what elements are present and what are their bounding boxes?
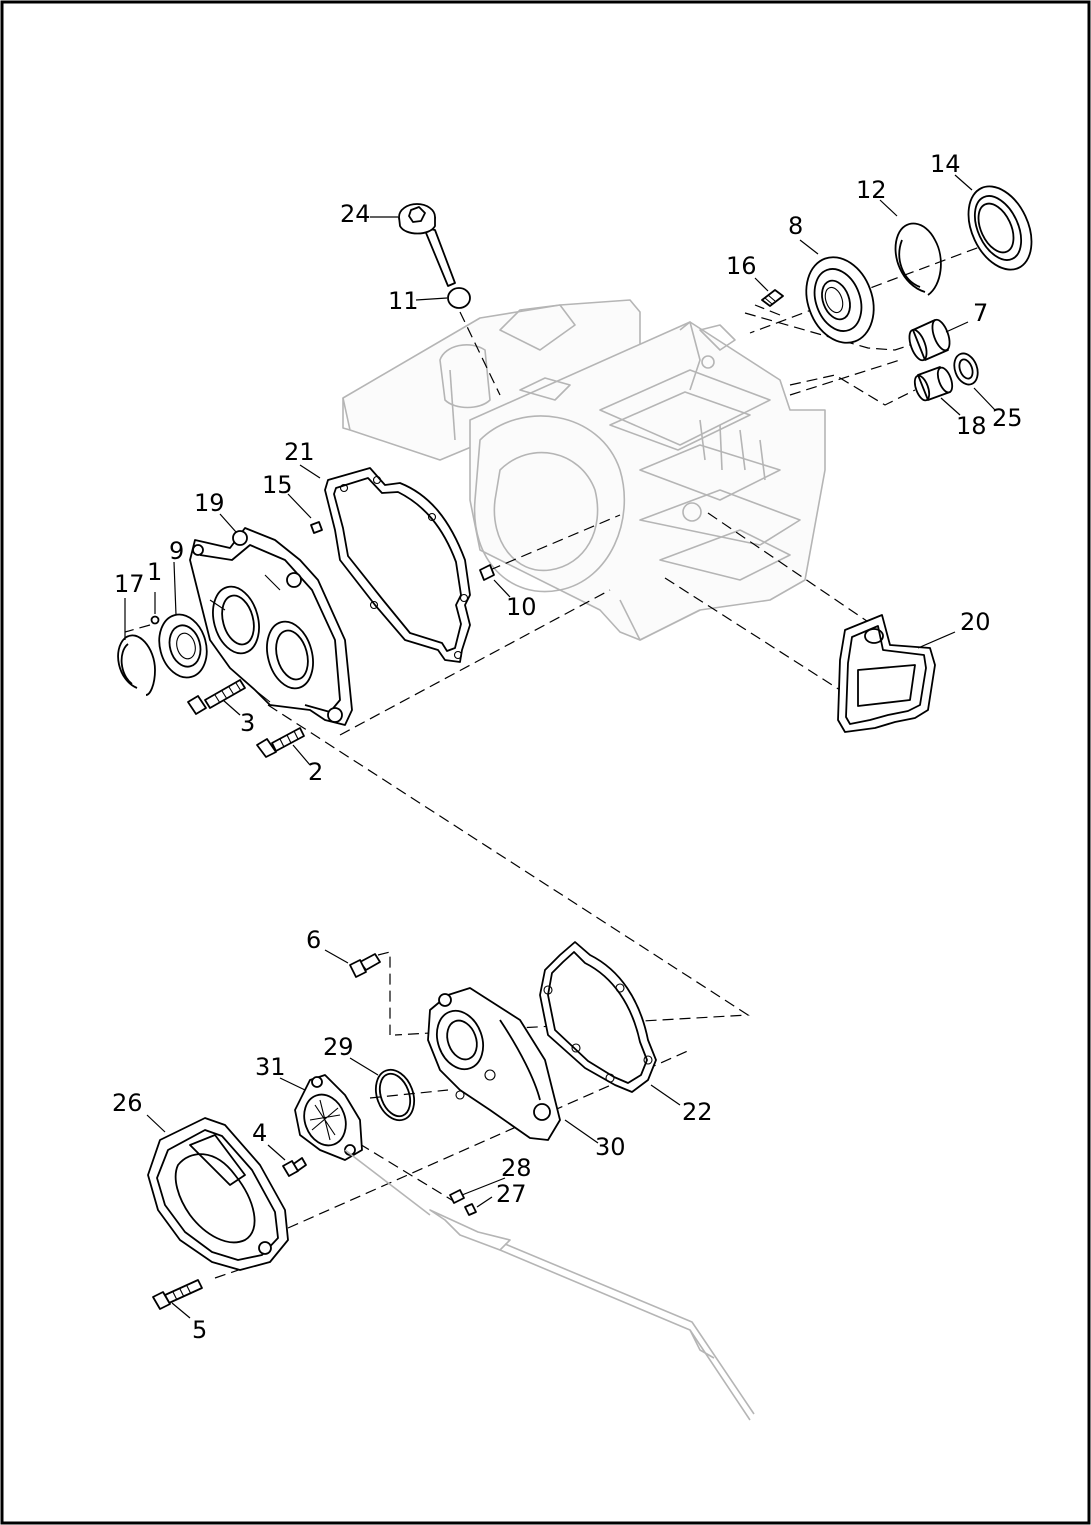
leader-lines — [124, 174, 996, 1319]
callout-27: 27 — [496, 1180, 527, 1208]
bearing-8 — [805, 256, 875, 344]
bearing-9 — [158, 613, 208, 679]
callout-17: 17 — [114, 570, 145, 598]
transmission-case-ghost — [342, 299, 826, 641]
callout-29: 29 — [323, 1033, 354, 1061]
callout-15: 15 — [262, 471, 293, 499]
callout-31: 31 — [255, 1053, 286, 1081]
callout-14: 14 — [930, 150, 961, 178]
callout-12: 12 — [856, 176, 887, 204]
retaining-ring-17 — [117, 634, 156, 696]
gasket-21 — [324, 467, 471, 663]
callout-19: 19 — [194, 489, 225, 517]
clutch-cable-ghost — [344, 1149, 755, 1421]
callout-21: 21 — [284, 438, 315, 466]
callout-11: 11 — [388, 287, 419, 315]
dowel-15 — [310, 521, 323, 534]
callout-9: 9 — [169, 537, 184, 565]
callout-labels: 24 11 14 12 8 16 7 25 18 21 15 19 9 1 17… — [112, 150, 1023, 1344]
callout-28: 28 — [501, 1154, 532, 1182]
bushing-7 — [908, 318, 951, 362]
cover-30 — [427, 987, 561, 1141]
screw-2 — [256, 727, 305, 758]
bearing-housing-19 — [189, 527, 353, 726]
gasket-22 — [539, 941, 657, 1093]
plug-16 — [761, 289, 784, 307]
bushing-18 — [913, 366, 954, 402]
callout-5: 5 — [192, 1316, 207, 1344]
callout-22: 22 — [682, 1098, 713, 1126]
fitting-28 — [449, 1189, 465, 1204]
o-ring-29 — [374, 1068, 416, 1122]
callout-25: 25 — [992, 404, 1023, 432]
dowel-10 — [479, 564, 495, 581]
callout-30: 30 — [595, 1133, 626, 1161]
callout-10: 10 — [506, 593, 537, 621]
screw-6 — [349, 953, 381, 978]
callout-8: 8 — [788, 212, 803, 240]
seal-14 — [967, 185, 1033, 271]
cover-26 — [147, 1117, 289, 1271]
actuator-31 — [294, 1074, 363, 1161]
callout-7: 7 — [973, 299, 988, 327]
callout-18: 18 — [956, 412, 987, 440]
callout-3: 3 — [240, 709, 255, 737]
gasket-20 — [837, 614, 936, 733]
callout-6: 6 — [306, 926, 321, 954]
seal-25 — [953, 352, 979, 386]
callout-4: 4 — [252, 1119, 267, 1147]
callout-20: 20 — [960, 608, 991, 636]
callout-26: 26 — [112, 1089, 143, 1117]
screw-4 — [282, 1157, 307, 1177]
retaining-ring-12 — [894, 222, 942, 296]
o-ring-11 — [447, 287, 471, 309]
callout-24: 24 — [340, 200, 371, 228]
callout-16: 16 — [726, 252, 757, 280]
screw-3 — [187, 679, 246, 715]
callout-1: 1 — [147, 558, 162, 586]
cap-27 — [464, 1203, 477, 1216]
fill-plug-dipstick — [398, 203, 456, 287]
callout-2: 2 — [308, 758, 323, 786]
screw-5 — [152, 1279, 203, 1310]
ball-1 — [150, 615, 160, 625]
